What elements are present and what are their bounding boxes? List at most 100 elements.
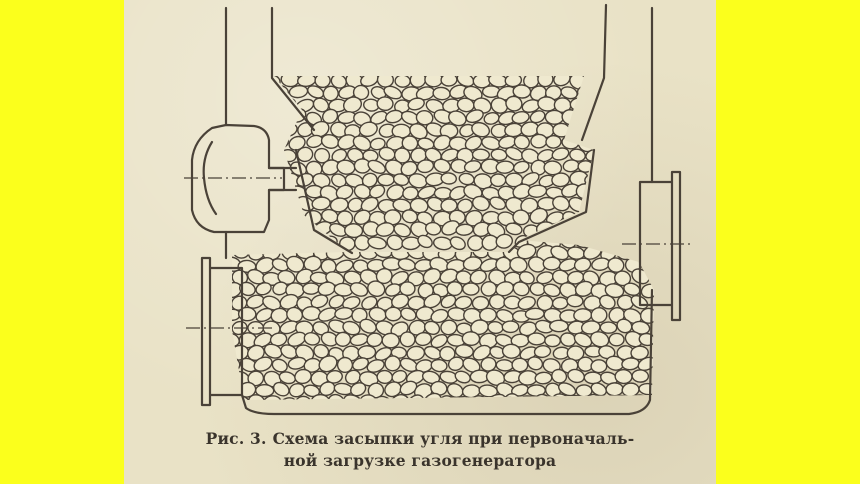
coal-lump bbox=[605, 382, 624, 397]
coal-lump bbox=[255, 282, 272, 296]
coal-lump bbox=[359, 318, 377, 334]
coal-lump bbox=[567, 394, 587, 400]
coal-lump bbox=[423, 293, 442, 309]
coal-lump bbox=[424, 76, 444, 88]
coal-lump bbox=[430, 333, 448, 349]
coal-lump bbox=[304, 234, 323, 251]
coal-lump bbox=[399, 281, 416, 297]
coal-lump bbox=[366, 359, 385, 373]
coal-lump bbox=[312, 321, 330, 336]
coal-lump bbox=[314, 147, 331, 164]
coal-lump bbox=[533, 345, 552, 359]
coal-lump bbox=[358, 121, 378, 138]
coal-lump bbox=[583, 371, 603, 385]
coal-lump bbox=[370, 86, 387, 100]
coal-lump bbox=[469, 269, 487, 285]
caption-line-2: ной загрузке газогенератора bbox=[283, 451, 557, 470]
coal-lump bbox=[256, 240, 273, 246]
coal-lump bbox=[606, 240, 625, 247]
scanned-page: Рис. 3.Схема засыпки угля при первоначал… bbox=[124, 0, 716, 484]
coal-lump bbox=[433, 186, 453, 200]
coal-lump bbox=[446, 383, 464, 398]
coal-fill-upper bbox=[274, 76, 594, 252]
left-shaft-wall bbox=[224, 6, 316, 132]
coal-lump bbox=[281, 123, 298, 137]
coal-lump bbox=[478, 384, 498, 398]
coal-lump bbox=[383, 85, 403, 100]
coal-lump bbox=[608, 332, 625, 347]
coal-lump bbox=[289, 211, 306, 226]
coal-lump bbox=[367, 236, 387, 250]
coal-lump bbox=[319, 381, 336, 397]
coal-lump bbox=[527, 356, 544, 371]
coal-lump bbox=[313, 344, 330, 359]
coal-lump bbox=[463, 160, 482, 173]
coal-lump bbox=[295, 268, 314, 285]
coal-lump bbox=[269, 332, 288, 347]
coal-lump bbox=[335, 184, 354, 200]
coal-lump bbox=[232, 382, 241, 398]
coal-lump bbox=[433, 158, 451, 174]
coal-lump bbox=[336, 356, 354, 374]
coal-lump bbox=[501, 343, 521, 359]
coal-lump bbox=[527, 184, 548, 198]
coal-lump bbox=[347, 197, 364, 213]
coal-lump bbox=[495, 160, 515, 174]
coal-lump bbox=[334, 306, 354, 320]
coal-lump bbox=[471, 195, 491, 212]
coal-lump bbox=[280, 76, 300, 88]
coal-lump bbox=[279, 397, 297, 400]
coal-lump bbox=[585, 220, 594, 236]
coal-lump bbox=[421, 370, 441, 385]
coal-lump bbox=[440, 198, 458, 213]
coal-lump bbox=[414, 331, 432, 347]
coal-lump bbox=[302, 282, 321, 295]
coal-lump bbox=[440, 172, 457, 185]
coal-lump bbox=[367, 159, 386, 174]
coal-lump bbox=[301, 306, 322, 322]
coal-lump bbox=[294, 368, 312, 385]
coal-lump bbox=[553, 76, 571, 87]
coal-lump bbox=[586, 123, 594, 138]
coal-lump bbox=[271, 358, 288, 373]
coal-lump bbox=[599, 294, 616, 310]
coal-lump bbox=[542, 256, 562, 271]
coal-lump bbox=[417, 234, 433, 249]
coal-lump bbox=[344, 223, 364, 239]
coal-lump bbox=[440, 76, 458, 87]
coal-lump bbox=[524, 307, 545, 321]
coal-lump bbox=[467, 234, 484, 252]
coal-lump bbox=[432, 236, 453, 251]
coal-lump bbox=[352, 357, 369, 371]
coal-lump bbox=[505, 95, 523, 112]
coal-lump bbox=[543, 160, 563, 176]
coal-lump bbox=[527, 256, 546, 273]
coal-lump bbox=[342, 296, 361, 310]
coal-lump bbox=[569, 97, 589, 112]
coal-lump bbox=[485, 369, 506, 386]
coal-lump bbox=[471, 295, 490, 311]
coal-lump bbox=[318, 355, 338, 373]
coal-lump bbox=[280, 196, 299, 211]
coal-lump bbox=[274, 209, 290, 224]
coal-lump bbox=[613, 394, 632, 400]
coal-lump bbox=[529, 110, 546, 124]
coal-lump bbox=[543, 283, 561, 298]
coal-lump bbox=[423, 320, 441, 335]
coal-lump bbox=[495, 233, 514, 249]
coal-lump bbox=[545, 134, 562, 149]
coal-lump bbox=[521, 171, 540, 187]
coal-lump bbox=[232, 356, 241, 373]
coal-lump bbox=[487, 320, 504, 335]
right-flange bbox=[638, 170, 682, 322]
coal-lump bbox=[505, 222, 523, 236]
coal-lump bbox=[639, 240, 654, 248]
coal-lump bbox=[343, 394, 363, 400]
coal-lump bbox=[462, 357, 481, 373]
coal-lump bbox=[295, 395, 312, 400]
coal-lump bbox=[440, 294, 457, 309]
coal-lump bbox=[393, 223, 412, 238]
coal-lump bbox=[328, 294, 345, 309]
coal-lump bbox=[326, 369, 343, 384]
